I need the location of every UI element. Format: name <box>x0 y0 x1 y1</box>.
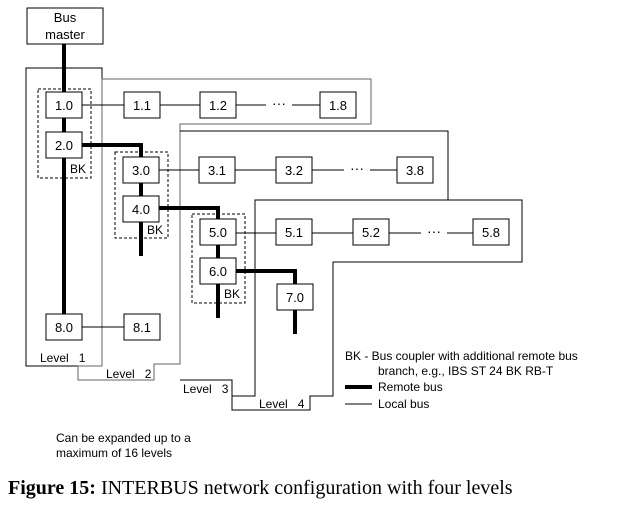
node-box-1-2 <box>199 91 237 119</box>
legend: BK - Bus coupler with additional remote … <box>345 349 578 411</box>
ellipsis-level-4: ··· <box>427 223 441 239</box>
node-box-3-0 <box>122 156 160 184</box>
legend-local-bus: Local bus <box>378 397 429 411</box>
ellipsis-level-3: ··· <box>350 160 364 176</box>
node-1-8: 1.8 <box>329 98 347 113</box>
node-4-0: 4.0 <box>132 202 150 217</box>
bk-label-3: BK <box>224 287 240 301</box>
ellipsis-marks: ··· ··· ··· <box>272 95 441 239</box>
legend-bk-line2: branch, e.g., IBS ST 24 BK RB-T <box>378 364 554 378</box>
node-1-1: 1.1 <box>133 98 151 113</box>
node-8-0: 8.0 <box>55 320 73 335</box>
node-box-8-0 <box>45 313 83 341</box>
level-2-label: Level 2 <box>106 367 152 381</box>
bus-master-box: Bus master <box>26 7 104 45</box>
node-5-8: 5.8 <box>482 225 500 240</box>
node-3-2: 3.2 <box>285 163 303 178</box>
node-labels: 1.0 1.1 1.2 1.8 2.0 3.0 3.1 3.2 3.8 4.0 … <box>55 98 500 335</box>
node-3-8: 3.8 <box>406 163 424 178</box>
node-2-0: 2.0 <box>55 138 73 153</box>
node-3-0: 3.0 <box>132 163 150 178</box>
node-box-4-0 <box>122 195 160 223</box>
node-1-2: 1.2 <box>209 98 227 113</box>
interbus-diagram: Bus master 1.0 1.1 1.2 1.8 2.0 3.0 3.1 3… <box>25 7 578 460</box>
node-5-2: 5.2 <box>362 225 380 240</box>
legend-remote-bus: Remote bus <box>378 380 443 394</box>
bk-labels: BK BK BK <box>70 162 240 301</box>
bus-master-line1: Bus <box>54 10 77 25</box>
note-line2: maximum of 16 levels <box>56 446 172 460</box>
remote-bus-lines <box>62 44 297 334</box>
node-8-1: 8.1 <box>133 320 151 335</box>
node-box-5-8 <box>472 218 510 246</box>
level-4-outline <box>231 199 523 411</box>
node-box-1-0 <box>45 91 83 119</box>
figure-caption: Figure 15: INTERBUS network configuratio… <box>8 477 628 500</box>
node-box-3-1 <box>198 156 236 184</box>
level-1-label: Level 1 <box>40 351 86 365</box>
bk-label-1: BK <box>70 162 86 176</box>
node-box-1-8 <box>319 91 357 119</box>
node-box-7-0 <box>276 283 314 311</box>
node-box-1-1 <box>123 91 161 119</box>
node-3-1: 3.1 <box>208 163 226 178</box>
node-box-5-1 <box>275 218 313 246</box>
node-box-3-8 <box>396 156 434 184</box>
node-5-0: 5.0 <box>209 225 227 240</box>
node-box-2-0 <box>45 131 83 159</box>
node-7-0: 7.0 <box>286 290 304 305</box>
level-labels: Level 1 Level 2 Level 3 Level 4 <box>40 351 305 411</box>
bus-master-line2: master <box>45 27 85 42</box>
expansion-note: Can be expanded up to a maximum of 16 le… <box>56 431 191 460</box>
device-nodes <box>45 91 510 341</box>
node-box-5-2 <box>352 218 390 246</box>
caption-text: INTERBUS network configuration with four… <box>95 477 513 499</box>
level-4-label: Level 4 <box>259 397 305 411</box>
bk-label-2: BK <box>147 223 163 237</box>
node-box-8-1 <box>123 313 161 341</box>
node-5-1: 5.1 <box>285 225 303 240</box>
node-box-6-0 <box>199 257 237 285</box>
note-line1: Can be expanded up to a <box>56 431 191 445</box>
node-box-5-0 <box>199 218 237 246</box>
node-box-3-2 <box>275 156 313 184</box>
caption-prefix: Figure 15: <box>8 477 96 499</box>
level-2-outline <box>77 78 372 381</box>
ellipsis-level-2: ··· <box>272 95 286 111</box>
level-3-outline <box>180 130 449 397</box>
node-6-0: 6.0 <box>209 264 227 279</box>
node-1-0: 1.0 <box>55 98 73 113</box>
legend-bk-line1: BK - Bus coupler with additional remote … <box>345 349 578 363</box>
level-3-label: Level 3 <box>183 382 229 396</box>
local-bus-lines <box>82 104 473 328</box>
